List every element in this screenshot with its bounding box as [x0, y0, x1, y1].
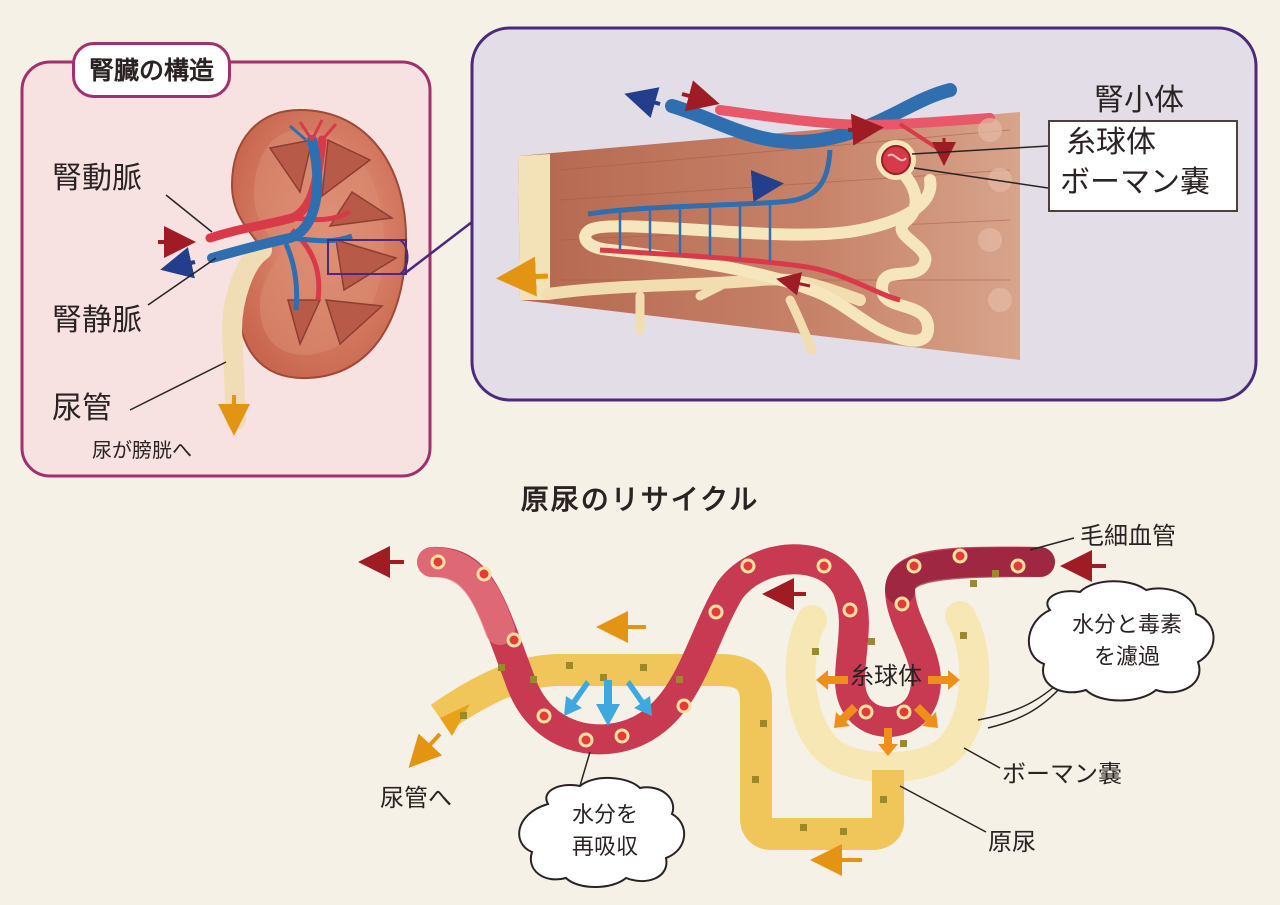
bowman-capsule-label: ボーマン嚢: [1060, 165, 1210, 200]
vein-out-arrow: [160, 247, 196, 279]
nephron-urine-arrow: [496, 256, 549, 297]
to-ureter-label: 尿管へ: [380, 784, 452, 812]
kidney-panel-title: 腎臓の構造: [72, 42, 232, 98]
filter-note-bubble: [1028, 580, 1215, 702]
renal-corpuscle-label: 腎小体: [1094, 83, 1184, 118]
recycle-bowman-label: ボーマン嚢: [1002, 760, 1122, 788]
recycle-heading: 原尿のリサイクル: [520, 483, 760, 516]
ureter-label: 尿管: [52, 391, 112, 426]
nephron-vein-arrow: [624, 87, 661, 118]
to-ureter-arrow: [408, 732, 443, 768]
capillary-label: 毛細血管: [1080, 522, 1176, 550]
to-bladder-label: 尿が膀胱へ: [92, 438, 192, 462]
reabsorb-line1: 水分を: [571, 803, 638, 828]
nephron-artery-arrow-2: [847, 113, 884, 146]
primary-urine-label: 原尿: [988, 828, 1036, 856]
reabsorb-bubble: [518, 776, 686, 888]
glomerulus-label: 糸球体: [1066, 125, 1156, 160]
recycle-illustration: [417, 544, 1055, 850]
recycle-glomerulus-label: 糸球体: [850, 662, 922, 690]
corpuscle-label-box: [1048, 120, 1238, 212]
filter-note-line2: を濾過: [1093, 645, 1160, 670]
reabsorb-line2: 再吸収: [571, 835, 638, 860]
renal-artery-label: 腎動脈: [52, 161, 142, 196]
kidney-illustration: [205, 108, 409, 430]
nephron-vein-arrow-2: [750, 170, 784, 202]
nephron-illustration: [518, 83, 1020, 360]
nephron-artery-arrow-4: [776, 272, 811, 296]
renal-vein-label: 腎静脈: [52, 303, 142, 338]
nephron-artery-arrow: [681, 80, 720, 112]
filter-note-line1: 水分と毒素: [1071, 613, 1182, 638]
